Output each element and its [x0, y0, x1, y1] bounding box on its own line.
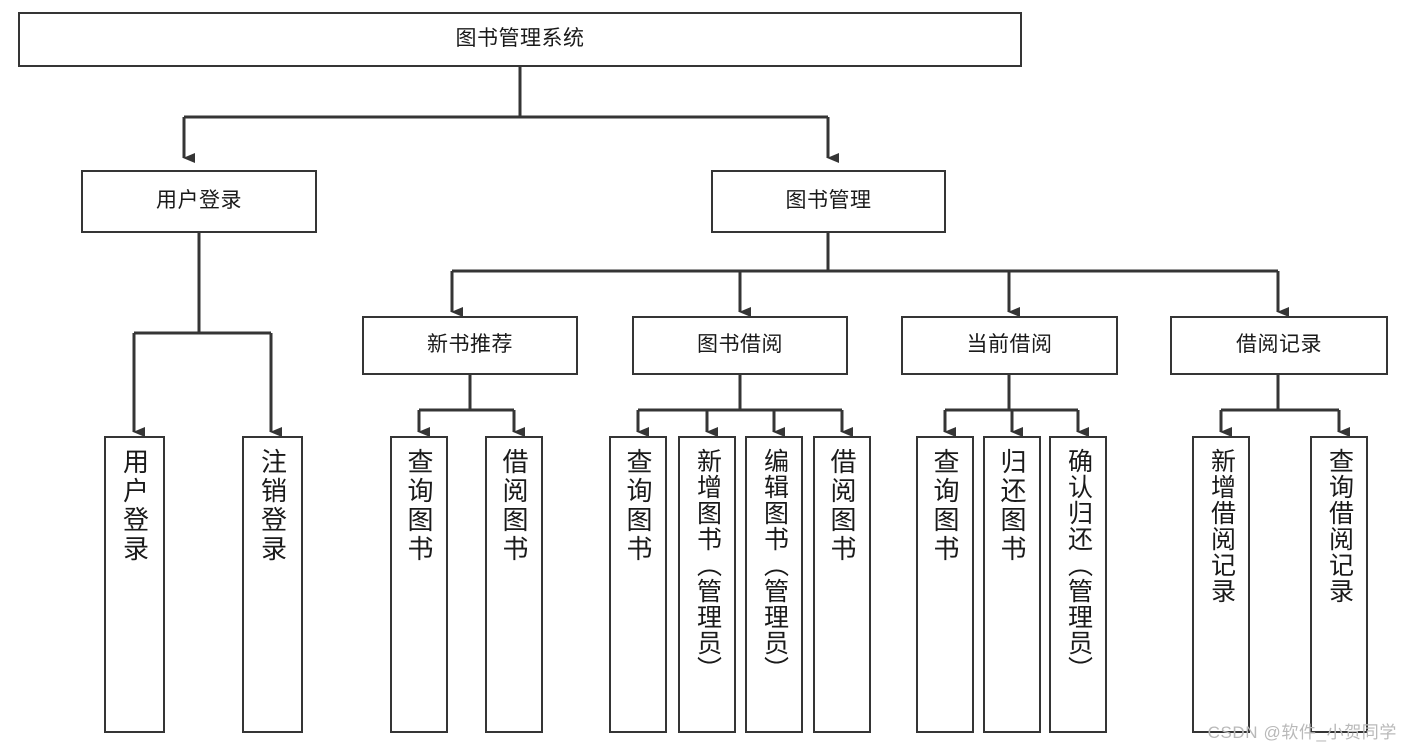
- node-leaf-query-book-3-label: 查询图书: [930, 448, 960, 564]
- node-leaf-query-book-1[interactable]: 查询图书: [390, 436, 448, 733]
- node-leaf-borrow-book-2[interactable]: 借阅图书: [813, 436, 871, 733]
- node-new-book-recommend-label: 新书推荐: [427, 333, 513, 357]
- node-book-manage-label: 图书管理: [785, 189, 872, 213]
- node-leaf-user-login-label: 用户登录: [119, 448, 150, 564]
- node-book-borrow[interactable]: 图书借阅: [632, 316, 848, 375]
- node-leaf-edit-book-label: 编辑图书（管理员）: [760, 448, 789, 682]
- node-leaf-return-book[interactable]: 归还图书: [983, 436, 1041, 733]
- node-root[interactable]: 图书管理系统: [18, 12, 1022, 67]
- node-leaf-borrow-book-2-label: 借阅图书: [827, 448, 857, 564]
- node-leaf-query-book-2-label: 查询图书: [623, 448, 653, 564]
- node-borrow-record[interactable]: 借阅记录: [1170, 316, 1388, 375]
- node-user-login[interactable]: 用户登录: [81, 170, 317, 233]
- node-leaf-add-record[interactable]: 新增借阅记录: [1192, 436, 1250, 733]
- node-leaf-edit-book[interactable]: 编辑图书（管理员）: [745, 436, 803, 733]
- node-root-label: 图书管理系统: [455, 27, 585, 51]
- node-leaf-return-book-label: 归还图书: [997, 448, 1027, 564]
- node-leaf-query-record[interactable]: 查询借阅记录: [1310, 436, 1368, 733]
- csdn-watermark: CSDN @软件_小贺同学: [1207, 723, 1397, 742]
- node-leaf-confirm-return-label: 确认归还（管理员）: [1064, 448, 1093, 682]
- node-current-borrow-label: 当前借阅: [966, 333, 1053, 357]
- node-book-borrow-label: 图书借阅: [697, 333, 783, 357]
- node-leaf-add-book[interactable]: 新增图书（管理员）: [678, 436, 736, 733]
- node-leaf-add-record-label: 新增借阅记录: [1207, 448, 1236, 604]
- node-leaf-user-login[interactable]: 用户登录: [104, 436, 165, 733]
- node-leaf-borrow-book-1[interactable]: 借阅图书: [485, 436, 543, 733]
- node-leaf-borrow-book-1-label: 借阅图书: [499, 448, 529, 564]
- node-user-login-label: 用户登录: [156, 189, 242, 213]
- node-leaf-add-book-label: 新增图书（管理员）: [693, 448, 722, 682]
- node-leaf-logout-label: 注销登录: [257, 448, 288, 564]
- node-book-manage[interactable]: 图书管理: [711, 170, 946, 233]
- node-leaf-query-record-label: 查询借阅记录: [1325, 448, 1354, 604]
- node-leaf-query-book-1-label: 查询图书: [404, 448, 434, 564]
- node-new-book-recommend[interactable]: 新书推荐: [362, 316, 578, 375]
- node-leaf-confirm-return[interactable]: 确认归还（管理员）: [1049, 436, 1107, 733]
- node-leaf-query-book-2[interactable]: 查询图书: [609, 436, 667, 733]
- node-leaf-logout[interactable]: 注销登录: [242, 436, 303, 733]
- node-borrow-record-label: 借阅记录: [1236, 333, 1322, 357]
- node-leaf-query-book-3[interactable]: 查询图书: [916, 436, 974, 733]
- node-current-borrow[interactable]: 当前借阅: [901, 316, 1118, 375]
